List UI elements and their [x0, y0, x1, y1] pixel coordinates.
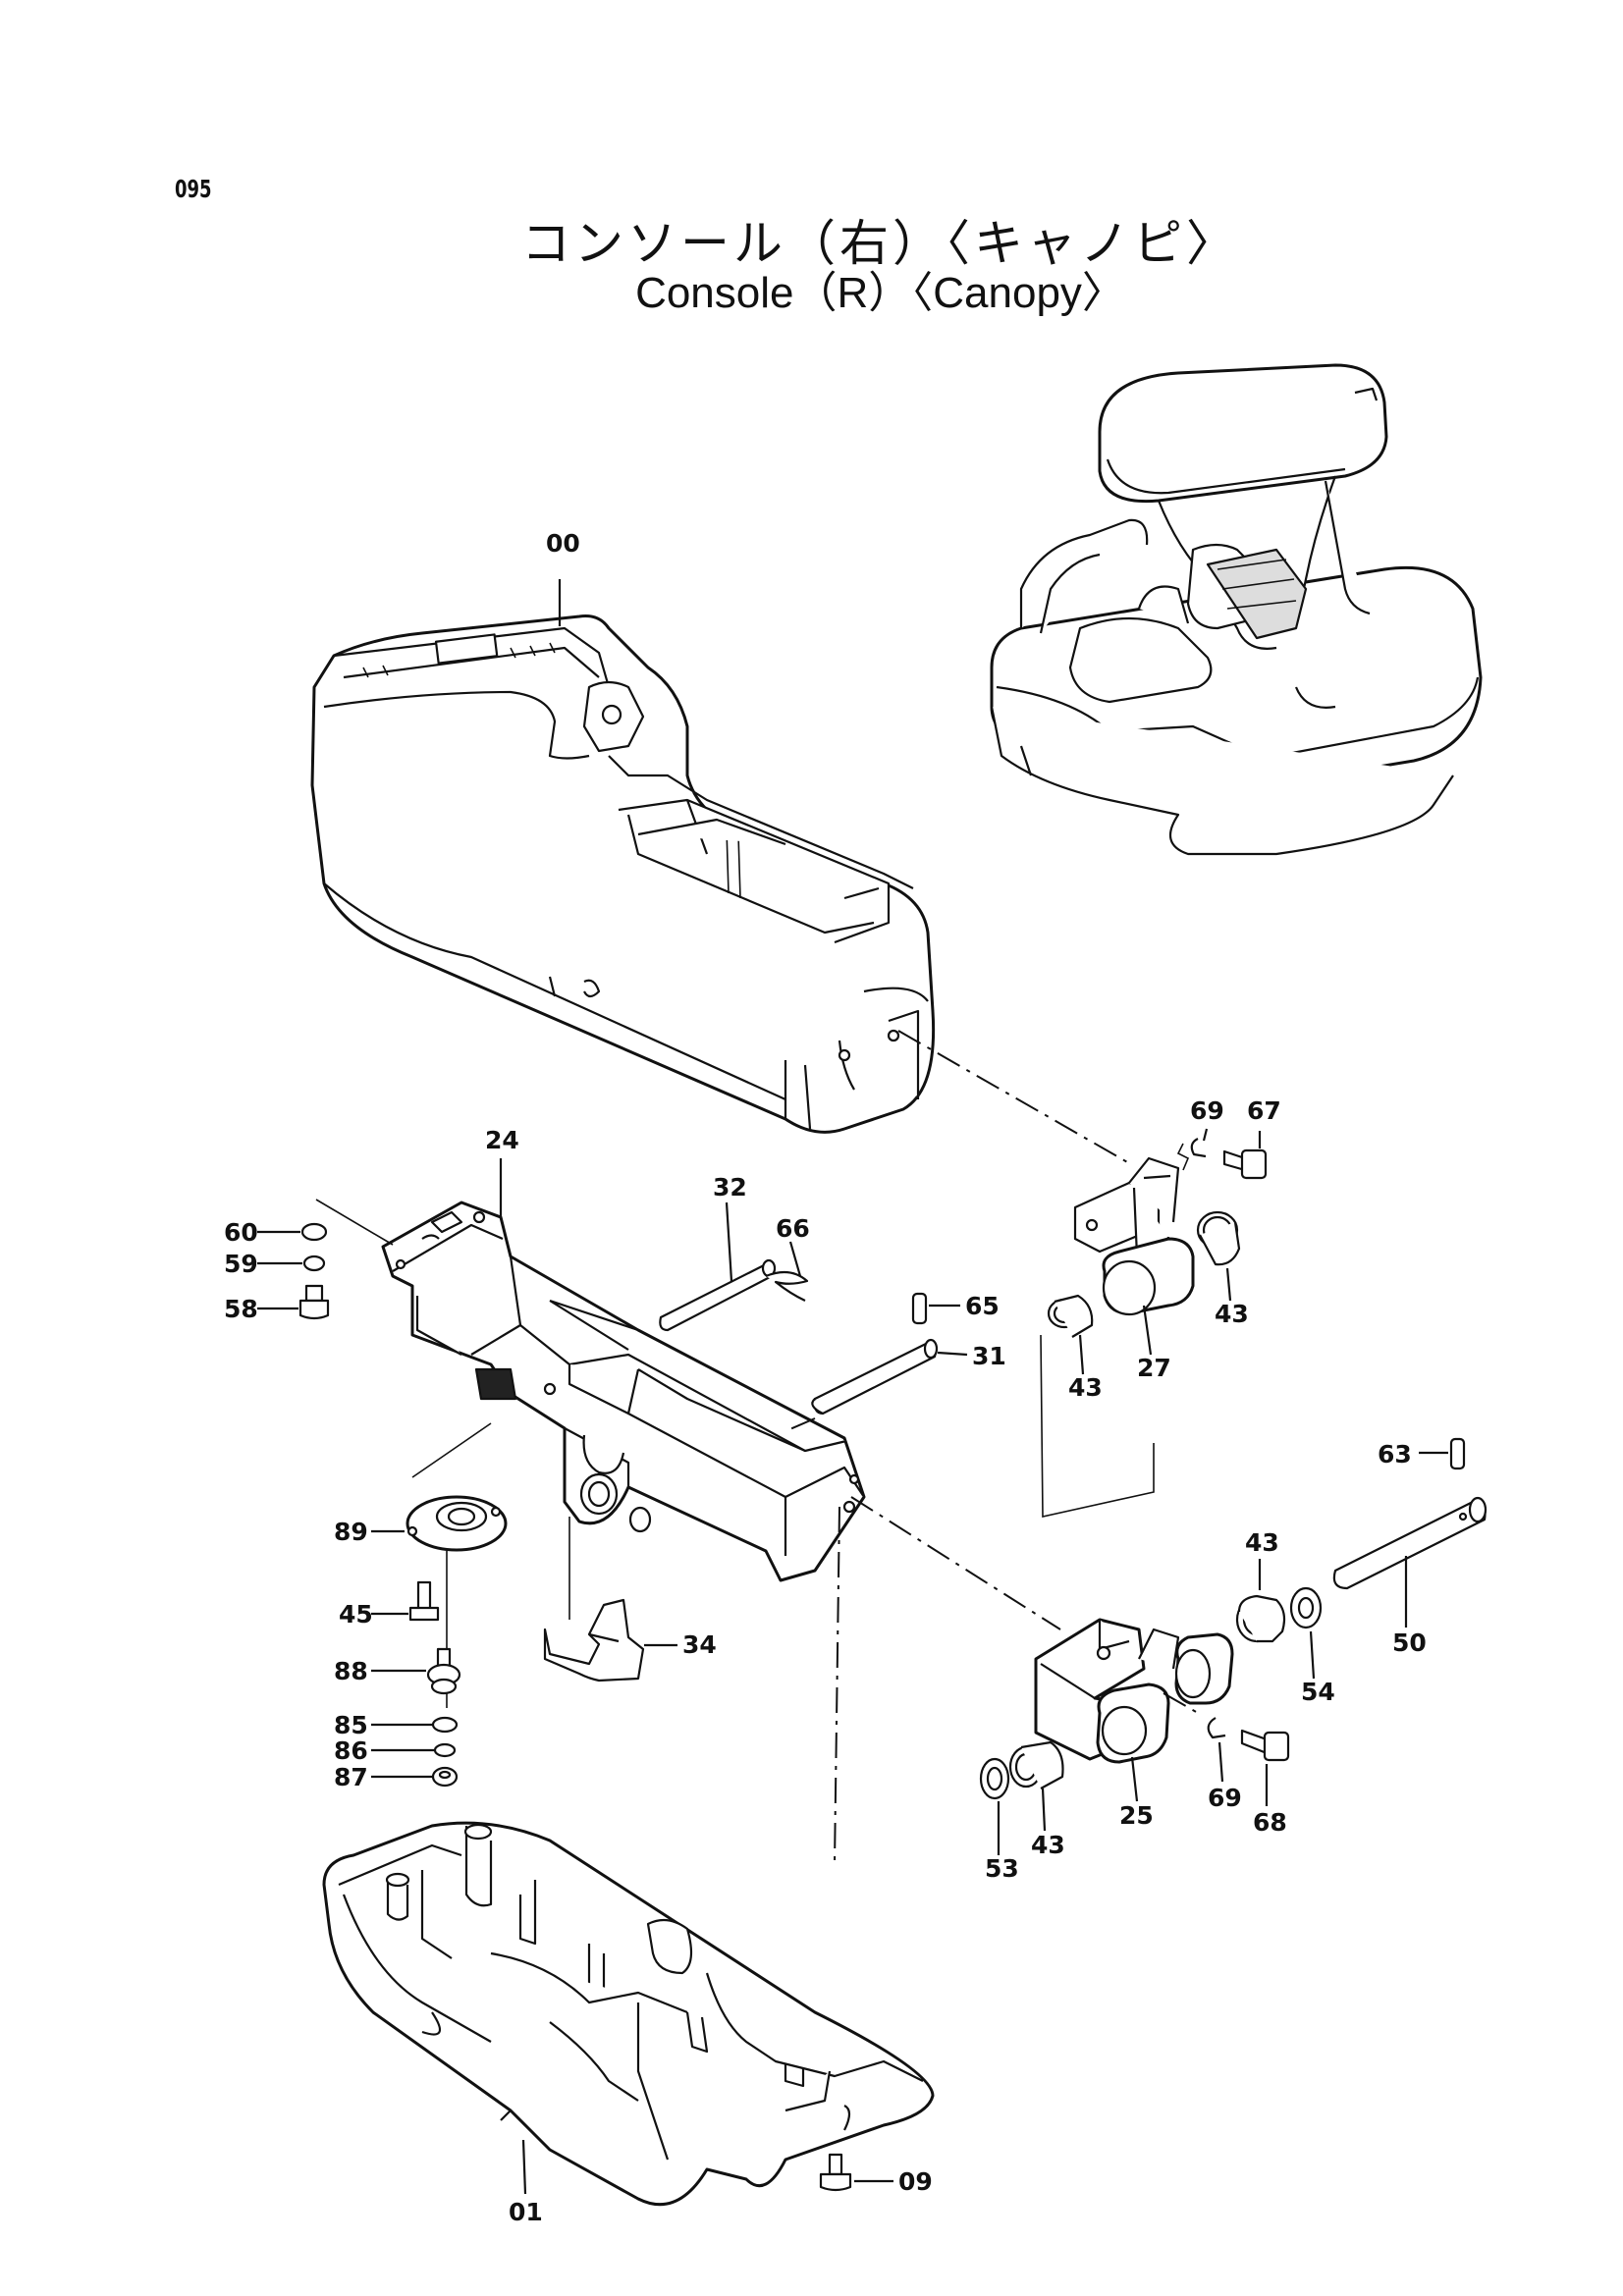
lock-washer-part-86 — [433, 1742, 457, 1758]
label-09: 09 — [898, 2167, 933, 2196]
label-59: 59 — [224, 1250, 258, 1278]
pin-part-65 — [911, 1292, 928, 1325]
label-43c: 43 — [1245, 1528, 1279, 1557]
label-65: 65 — [965, 1292, 1000, 1320]
label-88: 88 — [334, 1657, 368, 1685]
label-86: 86 — [334, 1736, 368, 1765]
bushing-part-43-upper-left — [1047, 1294, 1094, 1338]
pin-part-63 — [1449, 1437, 1466, 1470]
label-67: 67 — [1247, 1096, 1281, 1125]
canopy-overview-illustration — [990, 363, 1483, 856]
bolt-part-67 — [1222, 1148, 1268, 1180]
label-58: 58 — [224, 1295, 258, 1323]
bolt-part-09 — [819, 2153, 852, 2192]
label-01: 01 — [509, 2198, 543, 2226]
label-24: 24 — [485, 1126, 519, 1154]
label-00: 00 — [546, 529, 580, 558]
lock-washer-part-59 — [302, 1255, 326, 1272]
pin-part-32 — [659, 1258, 777, 1332]
label-25: 25 — [1119, 1801, 1154, 1830]
bolt-part-58 — [298, 1284, 330, 1320]
console-cover-part-00 — [310, 614, 936, 1134]
label-68: 68 — [1253, 1808, 1287, 1837]
label-50: 50 — [1392, 1629, 1427, 1657]
page-title-japanese: コンソール（右）〈キャノピ〉 — [521, 215, 1239, 272]
washer-part-54 — [1289, 1586, 1323, 1629]
nut-part-87 — [431, 1766, 459, 1788]
label-85: 85 — [334, 1711, 368, 1739]
snap-ring-part-69 — [1190, 1138, 1207, 1158]
bolt-part-68 — [1240, 1729, 1290, 1762]
label-34: 34 — [682, 1630, 717, 1659]
label-87: 87 — [334, 1763, 368, 1791]
snap-ring-part-69-lower — [1207, 1717, 1226, 1739]
cotter-pin-part-66 — [765, 1270, 809, 1302]
bushing-part-43-right — [1235, 1594, 1286, 1643]
label-54: 54 — [1301, 1678, 1335, 1706]
washer-part-60 — [300, 1222, 328, 1242]
label-43d: 43 — [1031, 1831, 1065, 1859]
bushing-part-43-upper-right — [1196, 1210, 1241, 1266]
pin-part-31 — [811, 1338, 939, 1415]
label-31: 31 — [972, 1342, 1006, 1370]
pin-part-50 — [1332, 1496, 1488, 1590]
lower-cover-part-01 — [322, 1821, 935, 2207]
label-43a: 43 — [1215, 1300, 1249, 1328]
label-43b: 43 — [1068, 1373, 1103, 1402]
lower-bracket-part-25 — [1034, 1618, 1234, 1764]
label-32: 32 — [713, 1173, 747, 1201]
label-69a: 69 — [1190, 1096, 1224, 1125]
label-69b: 69 — [1208, 1784, 1242, 1812]
page-title-english: Console（R）〈Canopy〉 — [635, 269, 1125, 317]
label-66: 66 — [776, 1214, 810, 1243]
page-number: 095 — [175, 175, 212, 203]
label-89: 89 — [334, 1518, 368, 1546]
label-60: 60 — [224, 1218, 258, 1247]
bushing-part-43-lower — [1008, 1740, 1064, 1789]
label-45: 45 — [339, 1600, 373, 1629]
washer-part-85 — [431, 1716, 459, 1734]
bolt-part-45 — [408, 1580, 440, 1622]
label-63: 63 — [1378, 1440, 1412, 1468]
bolt-part-88 — [426, 1647, 461, 1695]
label-27: 27 — [1137, 1354, 1171, 1382]
mount-part-89 — [406, 1495, 508, 1552]
bracket-part-34 — [543, 1598, 645, 1682]
washer-part-53 — [979, 1757, 1010, 1800]
upper-bracket-part-27 — [1073, 1156, 1195, 1316]
label-53: 53 — [985, 1854, 1019, 1883]
